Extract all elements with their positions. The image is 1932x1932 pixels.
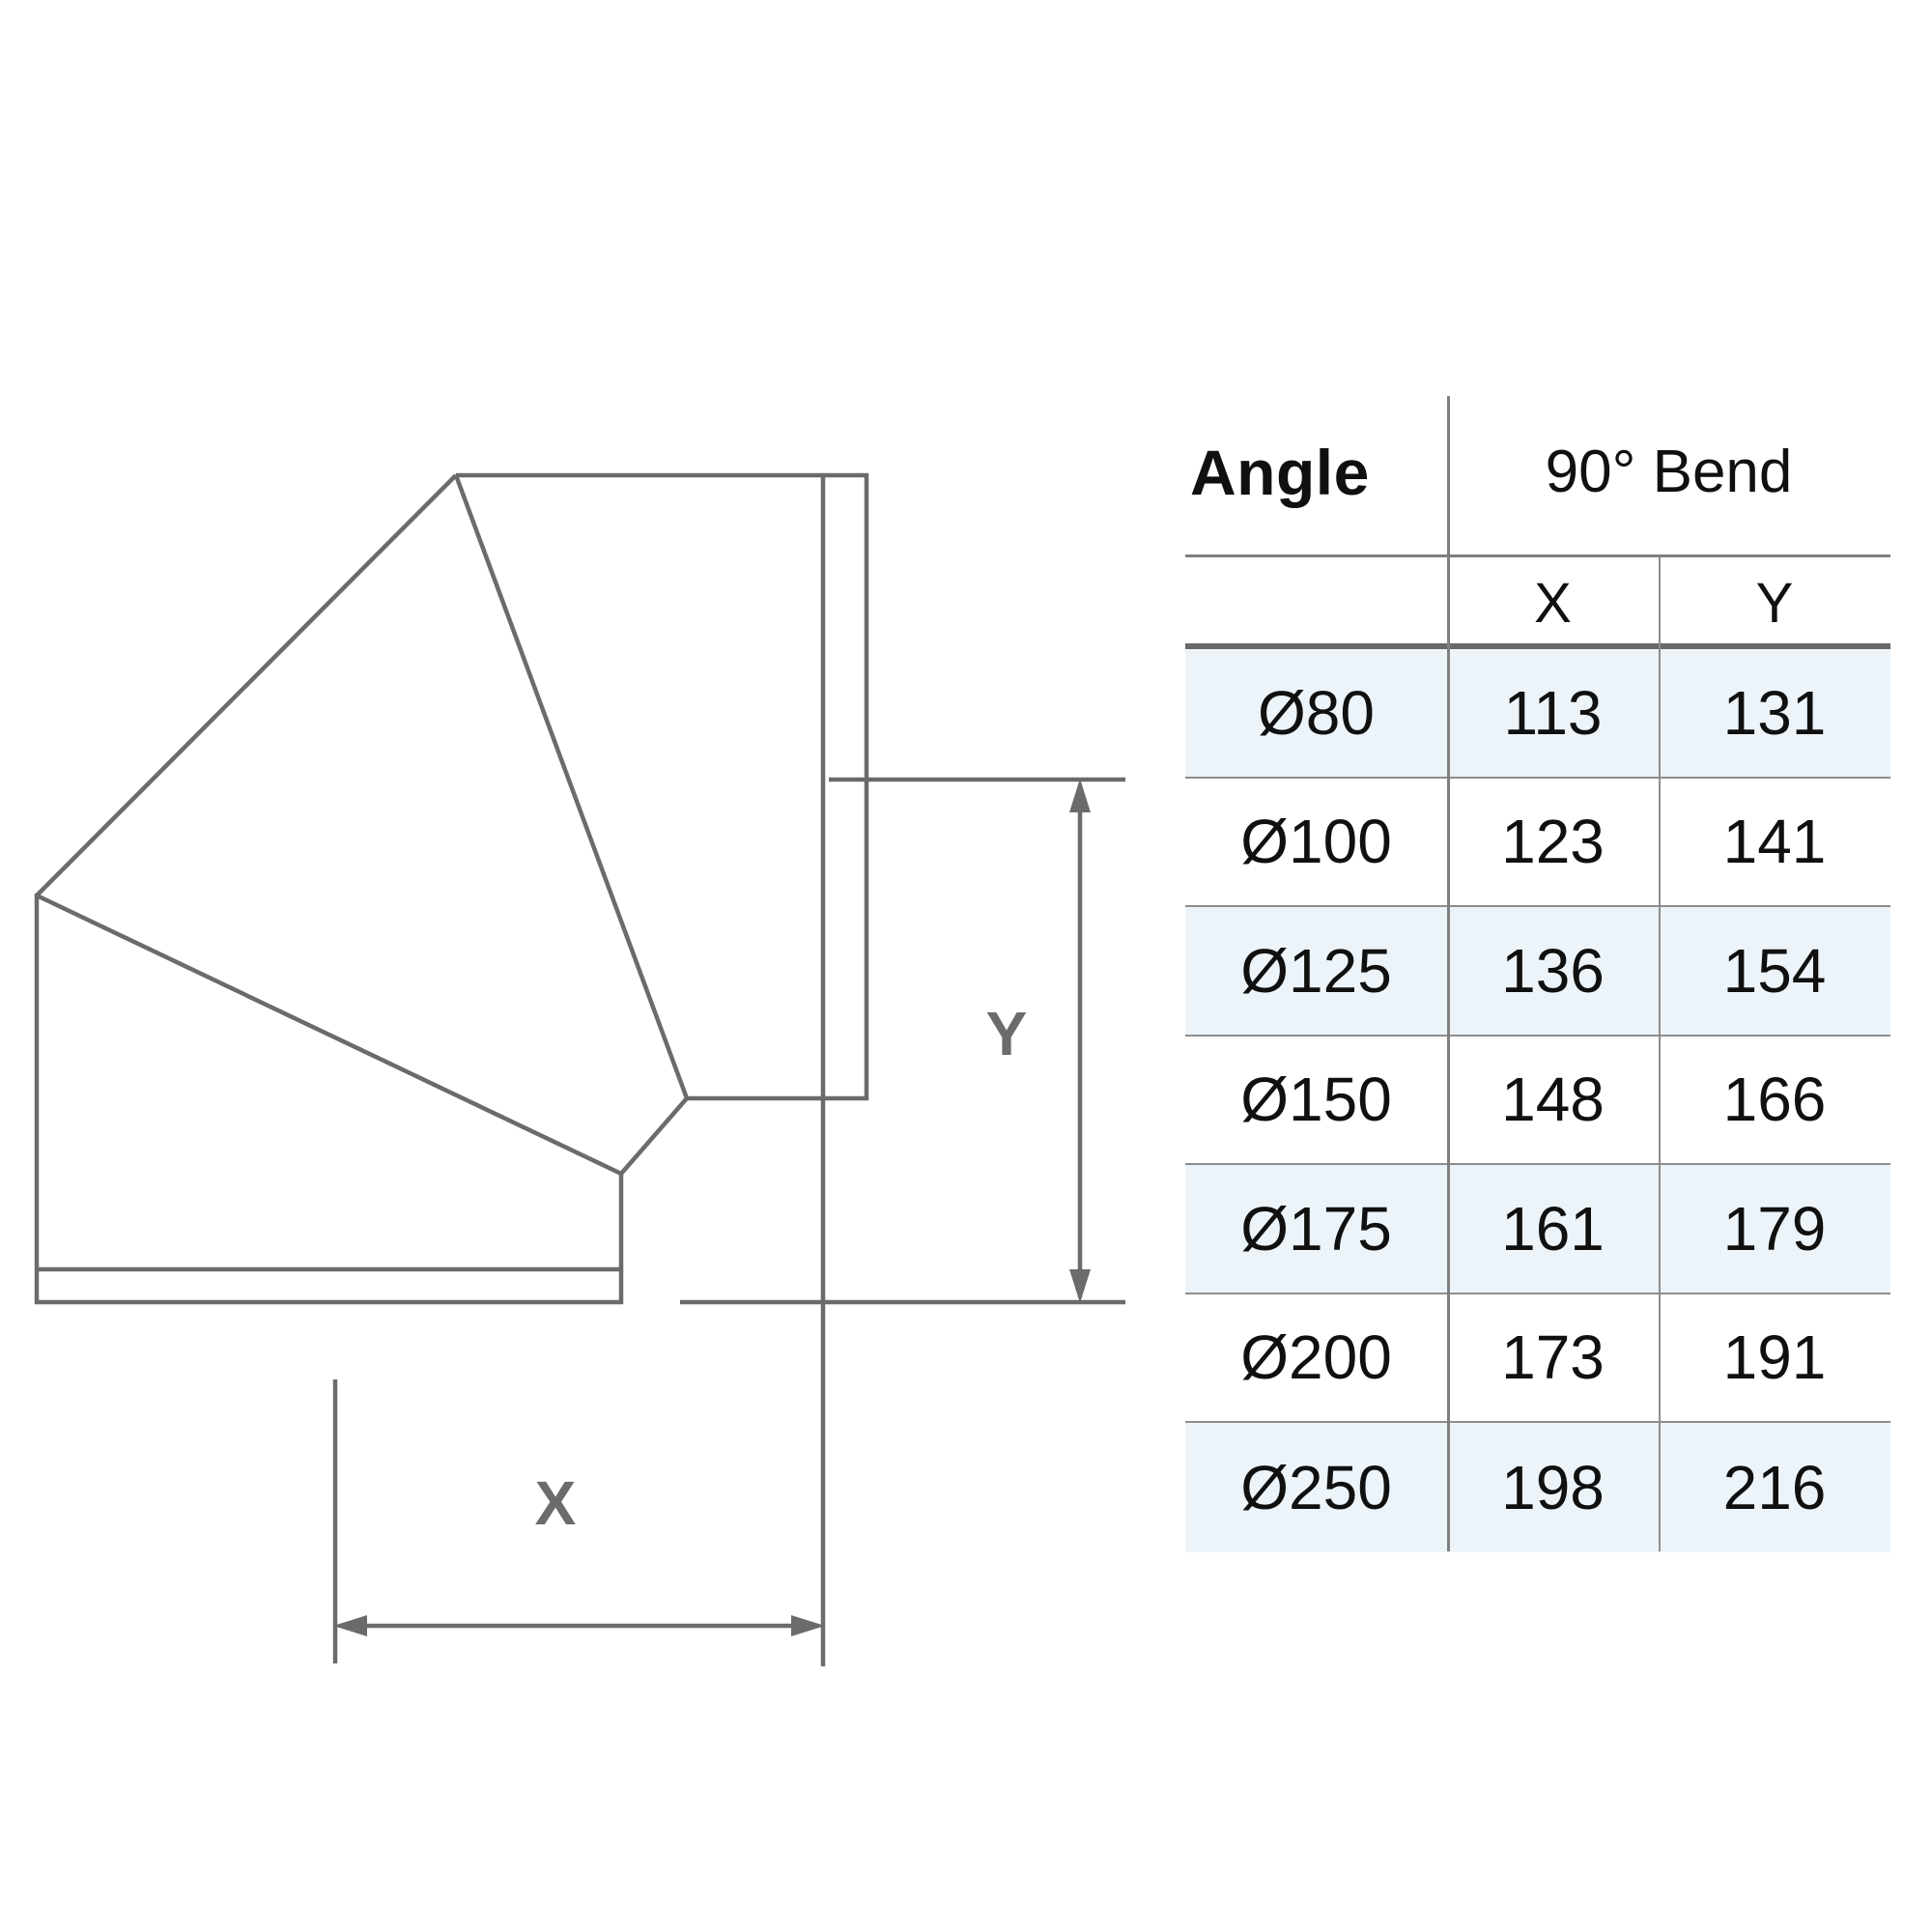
cell-x-value: 161 <box>1501 1193 1605 1264</box>
cell-x-value: 173 <box>1501 1322 1605 1393</box>
cell-x-value: 198 <box>1501 1452 1605 1522</box>
seam-lower <box>36 893 622 1177</box>
cell-y-value: 154 <box>1722 935 1827 1006</box>
cell-y-value: 166 <box>1722 1065 1827 1135</box>
table-header-row: Angle 90° Bend <box>1185 386 1890 557</box>
angle-header: Angle <box>1190 436 1370 508</box>
y-dim-label: Y <box>986 999 1028 1068</box>
cell-x-value: 123 <box>1501 807 1605 877</box>
cell-y-value: 216 <box>1722 1452 1827 1522</box>
table-thick-border <box>1185 643 1890 649</box>
main-column-divider <box>1447 396 1450 1551</box>
y-dim-arrowhead-down <box>1069 1269 1091 1303</box>
table-row: Ø100 123 141 <box>1185 779 1890 907</box>
cell-size: Ø200 <box>1240 1322 1392 1393</box>
cell-size: Ø150 <box>1240 1065 1392 1135</box>
table-row: Ø175 161 179 <box>1185 1165 1890 1294</box>
x-dim-arrowhead-left <box>333 1615 367 1636</box>
cell-y-value: 191 <box>1722 1322 1827 1393</box>
xy-column-divider <box>1659 557 1661 1551</box>
x-dim-arrowhead-right <box>791 1615 825 1636</box>
cell-size: Ø175 <box>1240 1193 1392 1264</box>
header-underline <box>1185 554 1890 557</box>
table-row: Ø250 198 216 <box>1185 1423 1890 1552</box>
cell-size: Ø125 <box>1240 935 1392 1006</box>
x-column-header: X <box>1534 572 1572 635</box>
x-dim-label: X <box>535 1468 577 1538</box>
table-row: Ø80 113 131 <box>1185 649 1890 779</box>
table-row: Ø150 148 166 <box>1185 1037 1890 1165</box>
outer-diagonal-edge <box>35 473 458 897</box>
y-dim-arrowhead-up <box>1069 779 1091 812</box>
bend-group-header: 90° Bend <box>1545 439 1793 505</box>
seam-upper <box>453 474 690 1099</box>
cell-x-value: 136 <box>1501 935 1605 1006</box>
cell-x-value: 113 <box>1503 677 1603 748</box>
cell-y-value: 179 <box>1722 1193 1827 1264</box>
cell-size: Ø100 <box>1240 807 1392 877</box>
cell-size: Ø80 <box>1258 677 1375 748</box>
table-subheader-row: X Y <box>1185 557 1890 649</box>
y-column-header: Y <box>1755 572 1794 635</box>
table-row: Ø200 173 191 <box>1185 1294 1890 1423</box>
cell-size: Ø250 <box>1240 1452 1392 1522</box>
table-row: Ø125 136 154 <box>1185 907 1890 1037</box>
cell-x-value: 148 <box>1501 1065 1605 1135</box>
cell-y-value: 141 <box>1722 807 1827 877</box>
cell-y-value: 131 <box>1722 677 1827 748</box>
inner-corner-chamfer <box>619 1096 689 1176</box>
